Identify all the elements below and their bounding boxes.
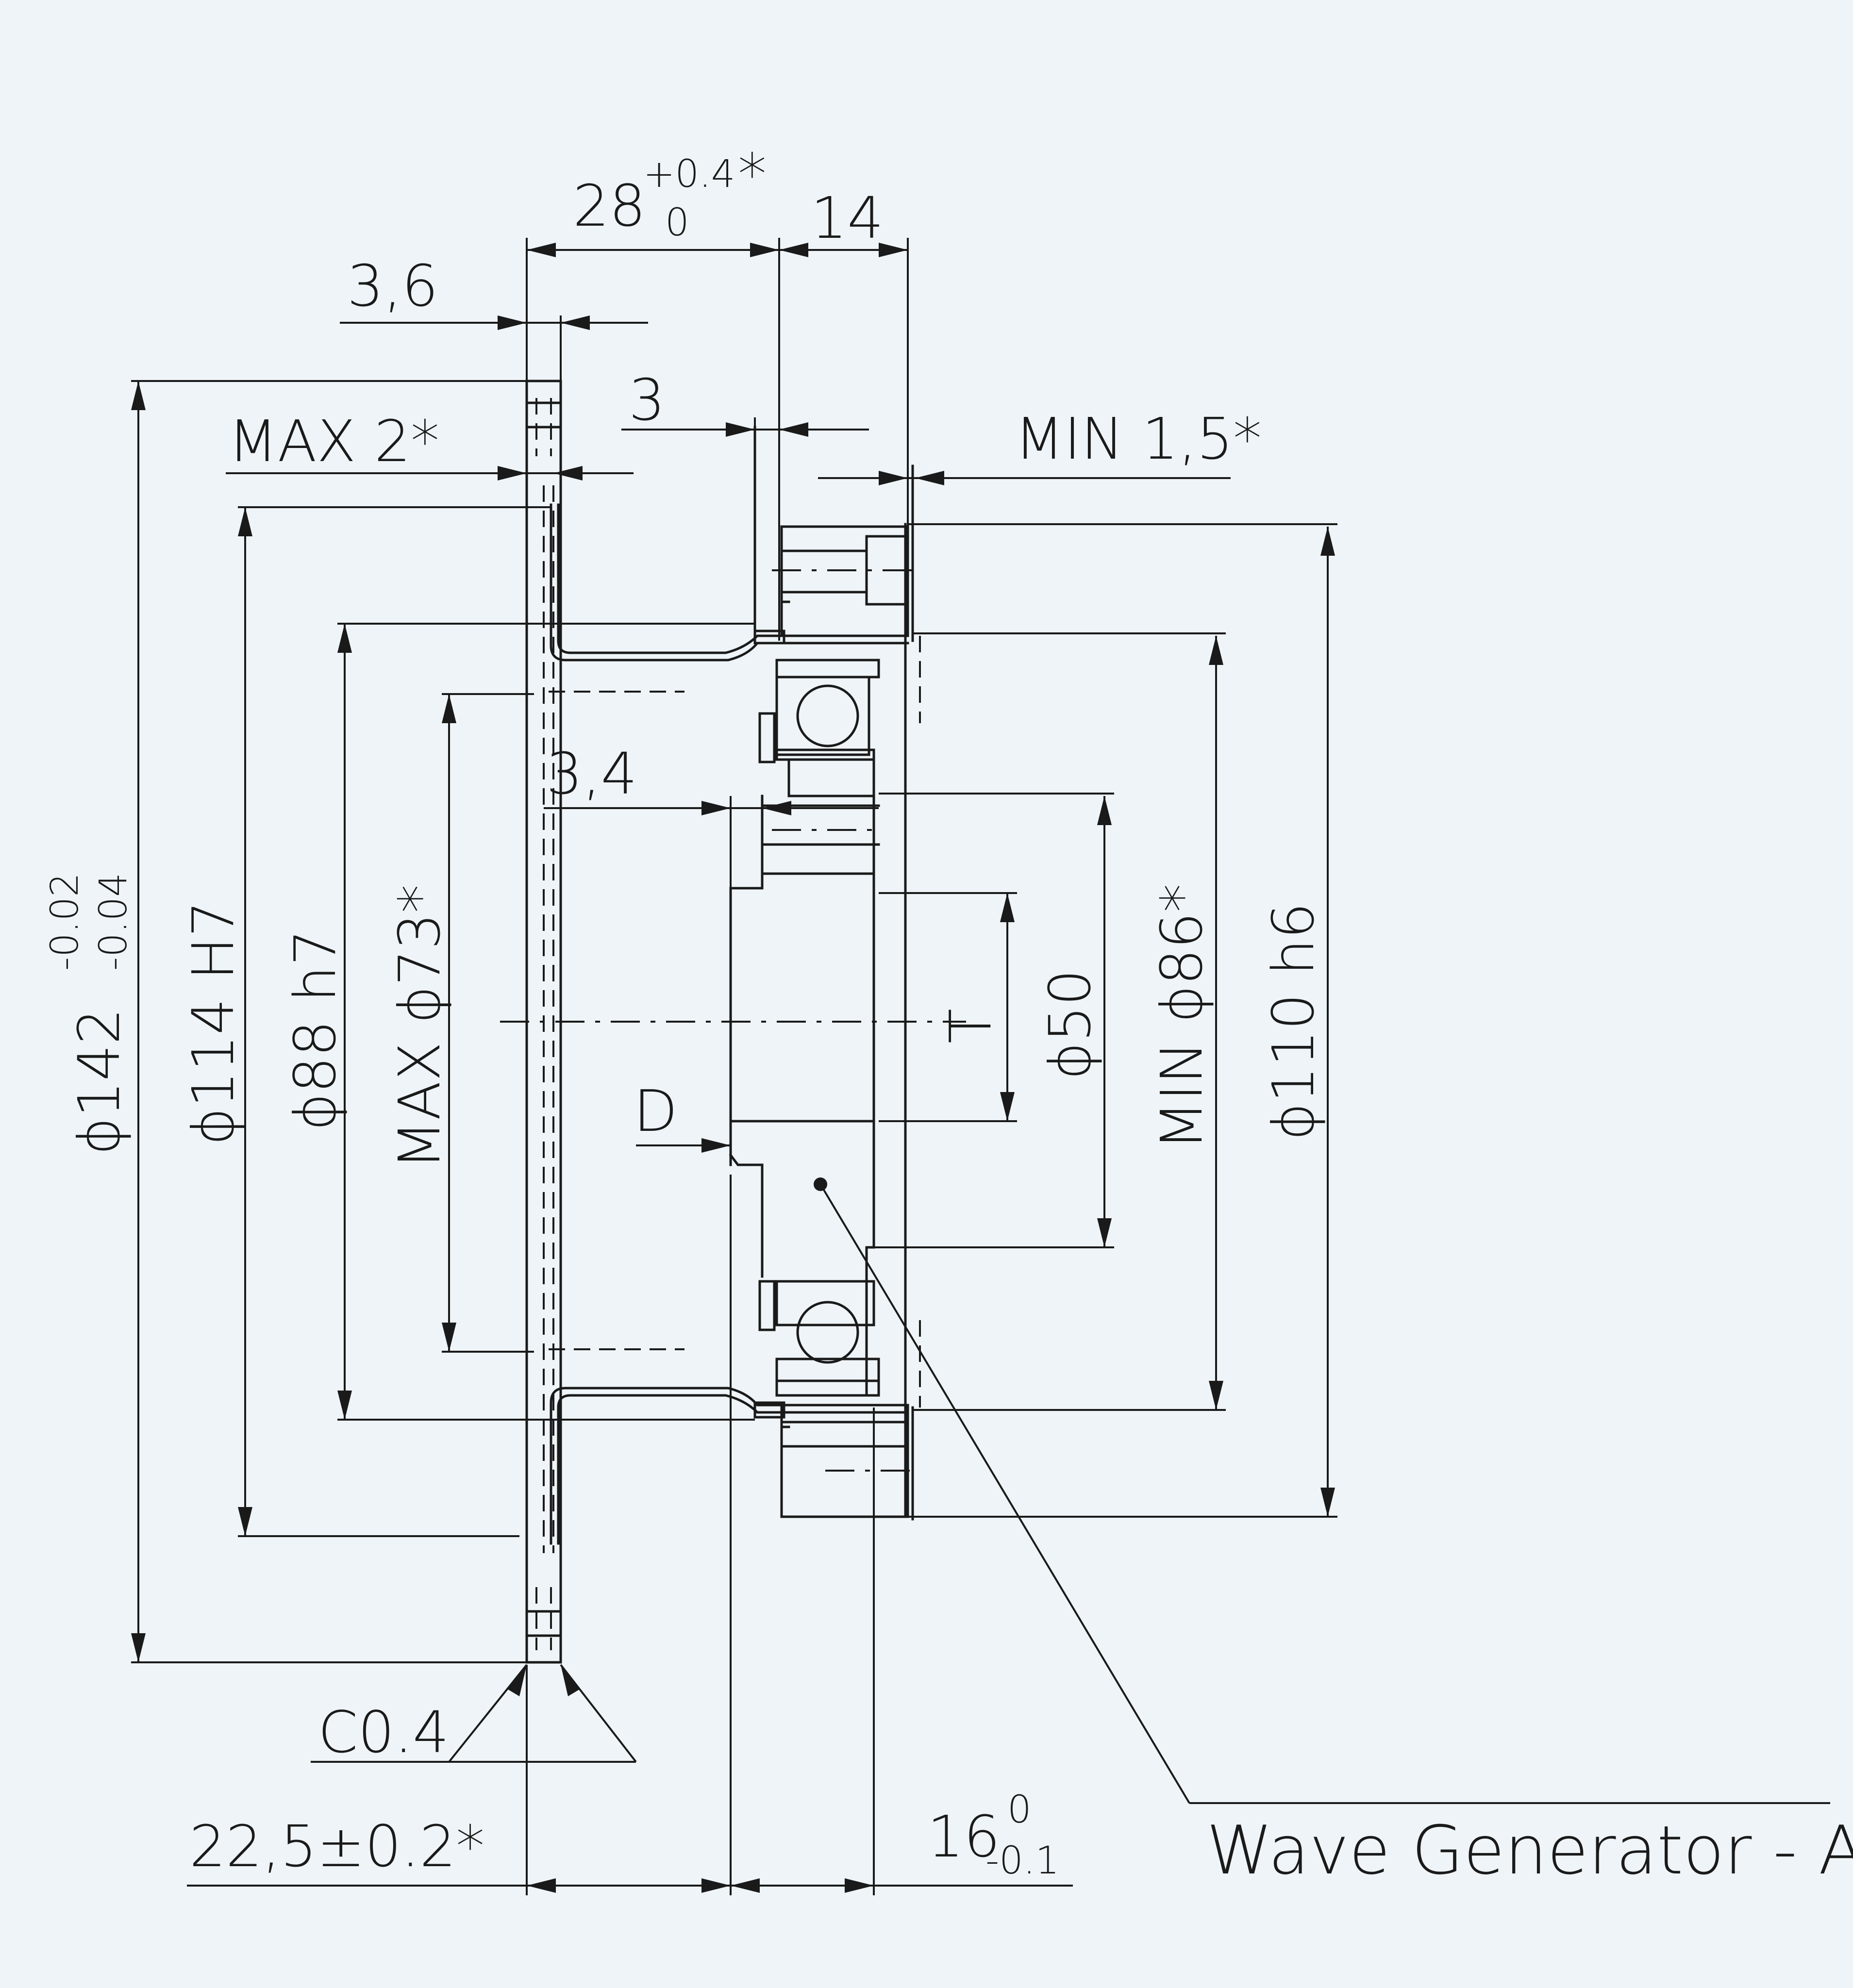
dim-max73-label: MAX ϕ73* bbox=[386, 884, 453, 1170]
dim-3-label: 3 bbox=[629, 366, 665, 433]
dim-28-star: * bbox=[738, 141, 767, 208]
dim-3-6-label: 3,6 bbox=[347, 252, 438, 319]
dim-14-label: 14 bbox=[811, 184, 884, 251]
dim-142-lower-tol: -0.04 bbox=[92, 873, 135, 971]
dim-16-label: 16 bbox=[927, 1803, 1000, 1870]
dim-min1-5-label: MIN 1,5* bbox=[1015, 405, 1262, 472]
wave-generator-callout: Wave Generator - A bbox=[1206, 1811, 1853, 1889]
dimension-labels: 28 +0.4 0 * 14 3,6 3 MAX 2* MIN 1,5* 3,4… bbox=[43, 141, 1327, 1883]
dim-max2-label: MAX 2* bbox=[228, 408, 439, 475]
dim-22-5-label: 22,5±0.2* bbox=[189, 1813, 484, 1880]
dim-110-label: ϕ110 h6 bbox=[1260, 903, 1327, 1141]
dim-c0-4-label: C0.4 bbox=[318, 1699, 449, 1766]
dim-28-label: 28 bbox=[573, 172, 646, 239]
dim-142-label: ϕ142 bbox=[66, 1008, 133, 1155]
dim-3-4-label: 3,4 bbox=[546, 740, 637, 807]
dim-16-lower-tol: -0.1 bbox=[985, 1839, 1059, 1883]
dim-D-label: D bbox=[634, 1077, 678, 1144]
dimension-arrows bbox=[131, 243, 1335, 1893]
dim-114-label: ϕ114 H7 bbox=[180, 901, 247, 1145]
dim-16-upper-tol: 0 bbox=[1007, 1788, 1032, 1832]
dim-T-label: T bbox=[937, 1009, 1004, 1044]
dim-28-lower-tol: 0 bbox=[665, 201, 689, 245]
dim-50-label: ϕ50 bbox=[1036, 969, 1103, 1080]
dim-28-upper-tol: +0.4 bbox=[643, 152, 735, 196]
dim-142-upper-tol: -0.02 bbox=[43, 873, 87, 971]
dim-min86-label: MIN ϕ86* bbox=[1148, 884, 1215, 1150]
part-outline bbox=[525, 380, 921, 1664]
dim-88-label: ϕ88 h7 bbox=[282, 929, 349, 1131]
